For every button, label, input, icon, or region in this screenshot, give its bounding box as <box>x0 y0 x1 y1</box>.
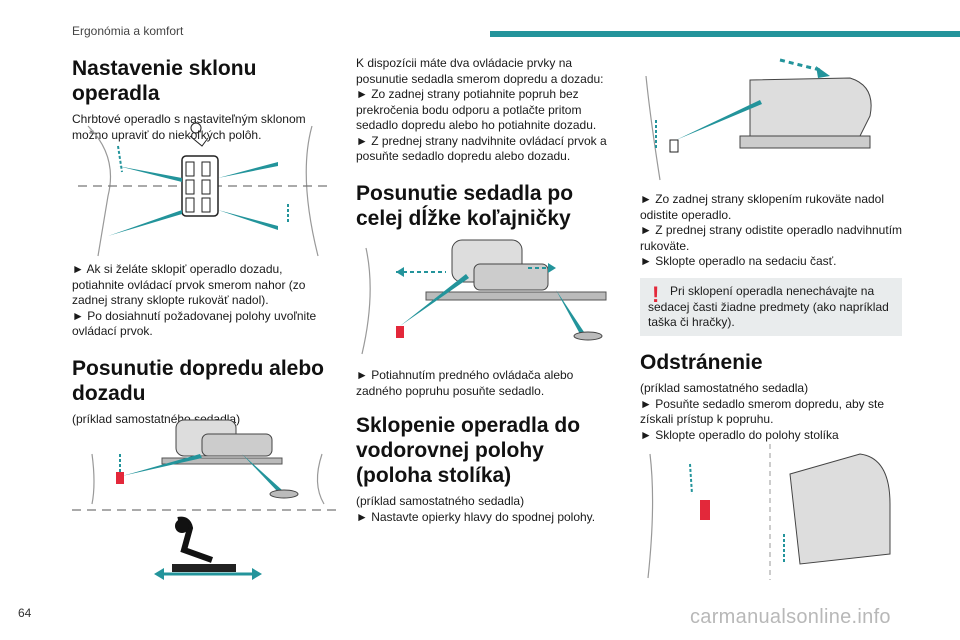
figure-fold-backrest <box>640 56 904 184</box>
paragraph: ► Zo zadnej strany sklopením rukoväte na… <box>640 192 885 222</box>
warning-box: ! Pri sklopení operadla nenechávajte na … <box>640 278 902 336</box>
paragraph: ► Z prednej strany nadvihnite ovládací p… <box>356 133 607 164</box>
paragraph: ► Sklopte operadlo do polohy stolíka <box>640 427 839 442</box>
heading-forward-backward: Posunutie dopredu alebo dozadu <box>72 356 325 405</box>
paragraph-caption: (príklad samostatného sedadla) <box>356 494 525 508</box>
paragraph: ► Po dosiahnutí požadovanej polohy uvoľn… <box>72 308 317 339</box>
heading-removal: Odstránenie <box>640 351 763 374</box>
warning-text: Pri sklopení operadla nenechávajte na se… <box>648 284 889 329</box>
paragraph: Chrbtové operadlo s nastaviteľným sklono… <box>72 112 306 142</box>
paragraph: ► Posuňte sedadlo smerom dopredu, aby st… <box>640 396 885 427</box>
paragraph-caption: (príklad samostatného sedadla) <box>640 381 809 395</box>
column-1: Nastavenie sklonu operadla Chrbtové oper… <box>72 56 336 143</box>
figure-slide-seat <box>72 414 336 590</box>
section-header: Ergonómia a komfort <box>72 24 184 38</box>
paragraph: ► Nastavte opierky hlavy do spodnej polo… <box>356 509 596 524</box>
paragraph: K dispozícii máte dva ovládacie prvky na… <box>356 56 604 86</box>
heading-full-rail: Posunutie sedadla po celej dĺžke koľajni… <box>356 181 574 230</box>
column-1-lower: ► Ak si želáte sklopiť operadlo dozadu, … <box>72 262 336 427</box>
paragraph: ► Ak si želáte sklopiť operadlo dozadu, … <box>72 262 306 307</box>
paragraph: ► Z prednej strany odistite operadlo nad… <box>640 223 903 253</box>
watermark: carmanualsonline.info <box>690 606 891 628</box>
column-2-lower: ► Potiahnutím predného ovládača alebo za… <box>356 368 608 525</box>
paragraph: ► Sklopte operadlo na sedaciu časť. <box>640 254 837 268</box>
heading-backrest-tilt: Nastavenie sklonu operadla <box>72 57 257 105</box>
heading-table-position: Sklopenie operadla do vodorovnej polohy … <box>356 414 581 487</box>
page-number: 64 <box>18 606 32 620</box>
column-3: ► Zo zadnej strany sklopením rukoväte na… <box>640 192 904 270</box>
paragraph: ► Zo zadnej strany potiahnite popruh bez… <box>356 87 597 132</box>
warning-exclamation-icon: ! <box>652 282 660 307</box>
column-2: K dispozícii máte dva ovládacie prvky na… <box>356 56 608 231</box>
figure-backrest-tilt <box>78 116 332 258</box>
header-accent-bar <box>490 31 960 37</box>
column-3-lower: Odstránenie (príklad samostatného sedadl… <box>640 350 904 443</box>
figure-full-rail <box>356 234 608 360</box>
figure-removal <box>640 444 904 580</box>
paragraph: ► Potiahnutím predného ovládača alebo za… <box>356 368 574 398</box>
